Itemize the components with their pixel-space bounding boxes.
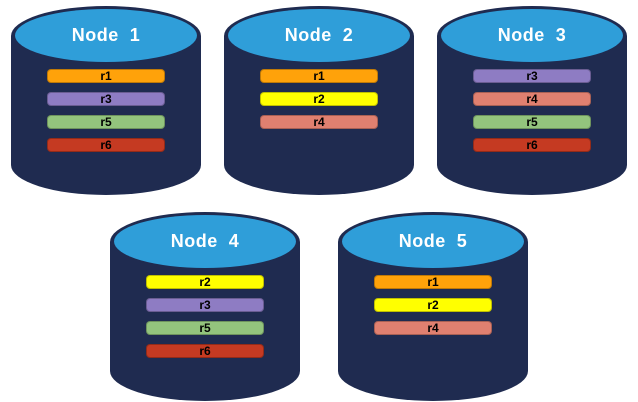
- database-node: Node 3 r3 r4 r5 r6: [437, 6, 627, 195]
- cylinder-top: Node 4: [114, 215, 296, 268]
- replica-bar: r1: [374, 275, 492, 289]
- node-title: Node 5: [398, 231, 468, 251]
- database-node: Node 4 r2 r3 r5 r6: [110, 212, 300, 401]
- replica-label: r1: [100, 69, 112, 83]
- replica-bar: r1: [47, 69, 165, 83]
- database-node: Node 5 r1 r2 r4: [338, 212, 528, 401]
- replica-bar: r4: [374, 321, 492, 335]
- replica-label: r4: [313, 115, 325, 129]
- replica-label: r5: [526, 115, 538, 129]
- replica-bar: r3: [47, 92, 165, 106]
- replica-bar: r2: [146, 275, 264, 289]
- replica-label: r2: [199, 275, 211, 289]
- replica-list: r1 r2 r4: [224, 69, 414, 138]
- replica-label: r5: [199, 321, 211, 335]
- cylinder-top: Node 2: [228, 9, 410, 62]
- replica-list: r1 r2 r4: [338, 275, 528, 344]
- node-row-bottom: Node 4 r2 r3 r5 r6 Node 5 r1 r2 r4: [0, 212, 638, 401]
- replica-bar: r3: [473, 69, 591, 83]
- replica-list: r3 r4 r5 r6: [437, 69, 627, 161]
- database-node: Node 1 r1 r3 r5 r6: [11, 6, 201, 195]
- node-row-top: Node 1 r1 r3 r5 r6 Node 2 r1 r2 r4 Node …: [0, 0, 638, 195]
- cylinder-top: Node 3: [441, 9, 623, 62]
- node-title: Node 4: [170, 231, 240, 251]
- replica-bar: r2: [260, 92, 378, 106]
- replica-bar: r6: [146, 344, 264, 358]
- replica-list: r1 r3 r5 r6: [11, 69, 201, 161]
- replica-bar: r2: [374, 298, 492, 312]
- replica-bar: r6: [473, 138, 591, 152]
- replica-label: r1: [313, 69, 325, 83]
- cylinder-top: Node 5: [342, 215, 524, 268]
- replica-bar: r3: [146, 298, 264, 312]
- node-title: Node 3: [497, 25, 567, 45]
- replica-bar: r5: [473, 115, 591, 129]
- replica-label: r2: [313, 92, 325, 106]
- replica-label: r6: [199, 344, 211, 358]
- replica-label: r3: [526, 69, 538, 83]
- replica-bar: r5: [47, 115, 165, 129]
- replica-label: r4: [526, 92, 538, 106]
- replica-bar: r5: [146, 321, 264, 335]
- database-node: Node 2 r1 r2 r4: [224, 6, 414, 195]
- replica-list: r2 r3 r5 r6: [110, 275, 300, 367]
- replica-label: r1: [427, 275, 439, 289]
- replica-label: r3: [199, 298, 211, 312]
- replica-bar: r4: [260, 115, 378, 129]
- node-title: Node 1: [71, 25, 141, 45]
- replica-label: r3: [100, 92, 112, 106]
- replica-bar: r4: [473, 92, 591, 106]
- replica-label: r2: [427, 298, 439, 312]
- node-title: Node 2: [284, 25, 354, 45]
- replica-label: r5: [100, 115, 112, 129]
- replica-bar: r1: [260, 69, 378, 83]
- replica-label: r4: [427, 321, 439, 335]
- replica-bar: r6: [47, 138, 165, 152]
- replica-label: r6: [100, 138, 112, 152]
- cylinder-top: Node 1: [15, 9, 197, 62]
- replica-label: r6: [526, 138, 538, 152]
